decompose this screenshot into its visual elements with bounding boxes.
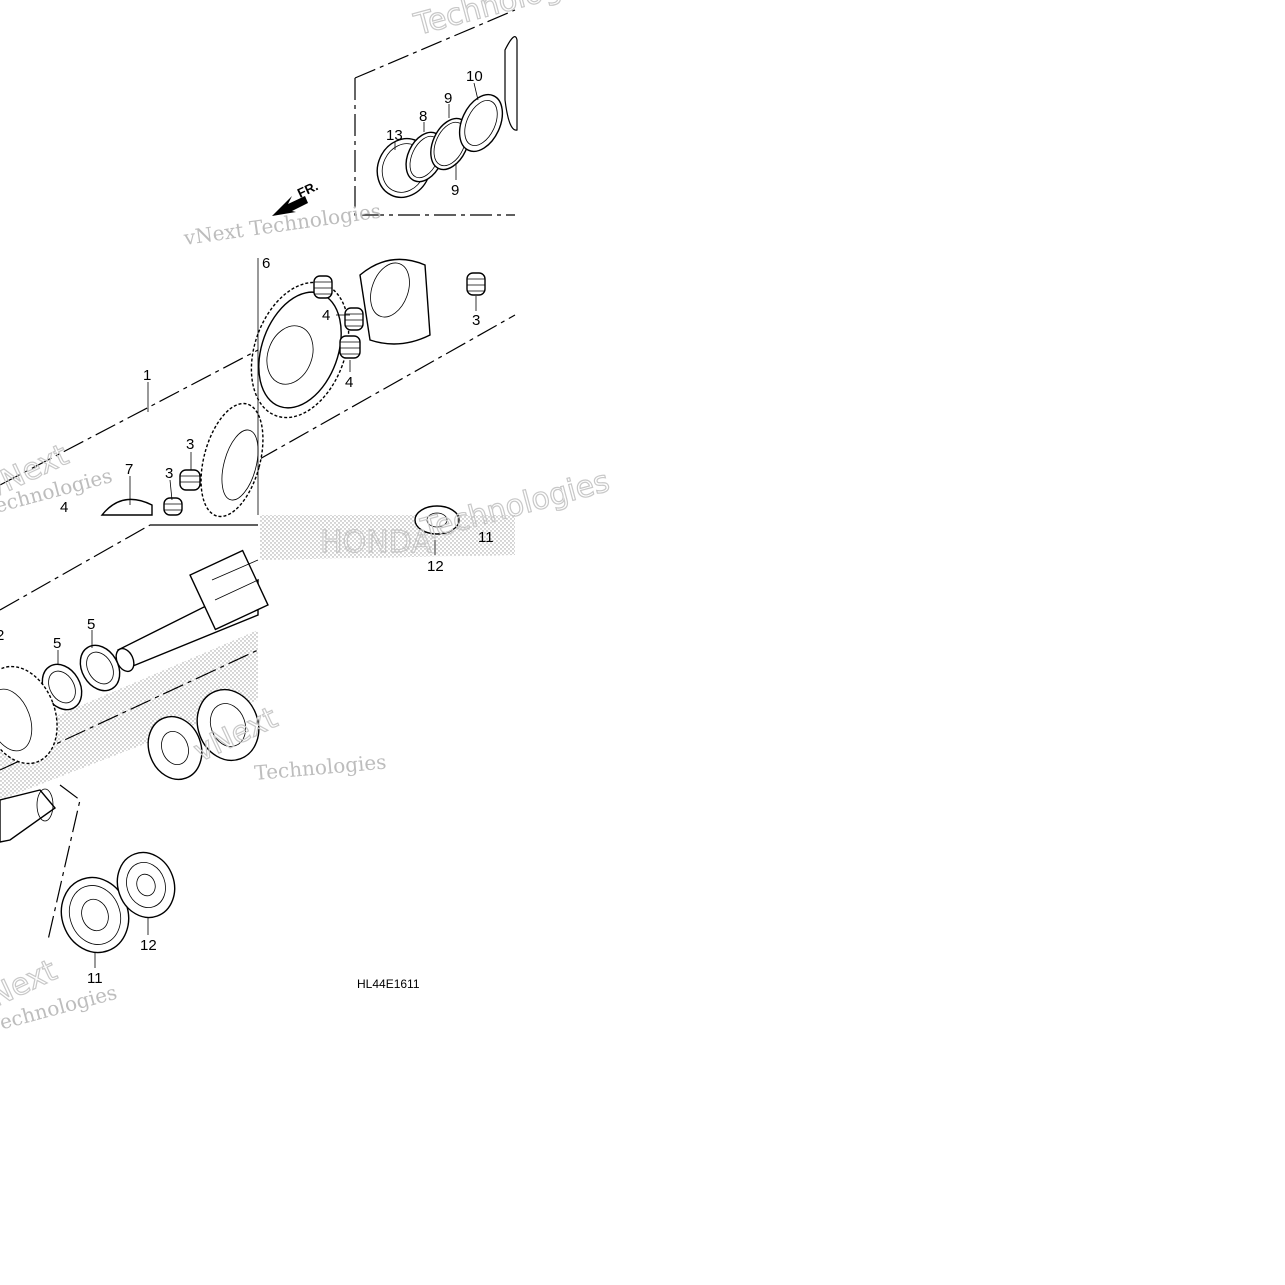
callout-2: 2 — [0, 627, 4, 644]
watermark-7: Technologies — [253, 750, 387, 785]
callout-5-b: 5 — [87, 616, 95, 633]
damper-spring-3-a — [313, 275, 333, 299]
callout-11-a: 11 — [87, 970, 103, 987]
watermark-8: HONDA — [320, 525, 432, 560]
callout-10: 10 — [466, 68, 483, 85]
bearing-mid-11-12 — [414, 505, 460, 535]
gear-2 — [0, 665, 58, 765]
damper-spring-3-d — [163, 497, 183, 516]
callout-13: 13 — [386, 127, 403, 144]
damper-spring-4-b — [339, 335, 361, 359]
gear-assembly-panel — [0, 349, 264, 518]
callout-3-c: 3 — [472, 312, 480, 329]
callout-5-a: 5 — [53, 635, 61, 652]
shaft-panel — [0, 524, 269, 781]
bearing-upper-a — [147, 715, 203, 781]
watermark-9: Technologies — [417, 464, 613, 548]
output-shaft — [0, 788, 57, 843]
diagram-code: HL44E1611 — [357, 977, 420, 991]
callout-4-c: 4 — [60, 499, 68, 516]
washer-10 — [458, 93, 504, 153]
bearing-panel — [0, 505, 460, 954]
callout-8: 8 — [419, 108, 427, 125]
callout-12-b: 12 — [427, 558, 444, 575]
bearing-12 — [116, 851, 176, 919]
callout-12-a: 12 — [140, 937, 157, 954]
snap-ring-panel — [354, 9, 518, 216]
bearing-upper-b — [196, 688, 260, 762]
callout-9-b: 9 — [451, 182, 459, 199]
leader-lines — [57, 82, 479, 968]
callout-7: 7 — [125, 461, 133, 478]
main-shaft — [115, 549, 269, 673]
thrust-washer-5-b — [79, 644, 121, 692]
callout-3-a: 3 — [186, 436, 194, 453]
front-label: FR. — [295, 178, 320, 200]
damper-spring-3-c — [179, 469, 201, 491]
callout-labels: 1 2 3 3 3 3 4 4 4 5 5 6 7 8 9 9 10 11 11… — [0, 68, 494, 987]
callout-1: 1 — [143, 367, 151, 384]
callout-11-b: 11 — [478, 529, 494, 546]
damper-spring-4-a — [344, 307, 364, 331]
callout-9-a: 9 — [444, 90, 452, 107]
gear-large — [200, 402, 264, 518]
gear-damper-panel — [250, 258, 516, 461]
damper-hub — [359, 258, 431, 345]
callout-4-b: 4 — [345, 374, 353, 391]
gear-6 — [250, 281, 350, 419]
thrust-washer-5-a — [41, 663, 83, 711]
plate-7 — [100, 498, 153, 516]
watermark-2: Technologies — [410, 0, 606, 43]
callout-6: 6 — [262, 255, 270, 272]
callout-4-a: 4 — [322, 307, 330, 324]
damper-spring-3-b — [466, 272, 486, 296]
callout-3-b: 3 — [165, 465, 173, 482]
